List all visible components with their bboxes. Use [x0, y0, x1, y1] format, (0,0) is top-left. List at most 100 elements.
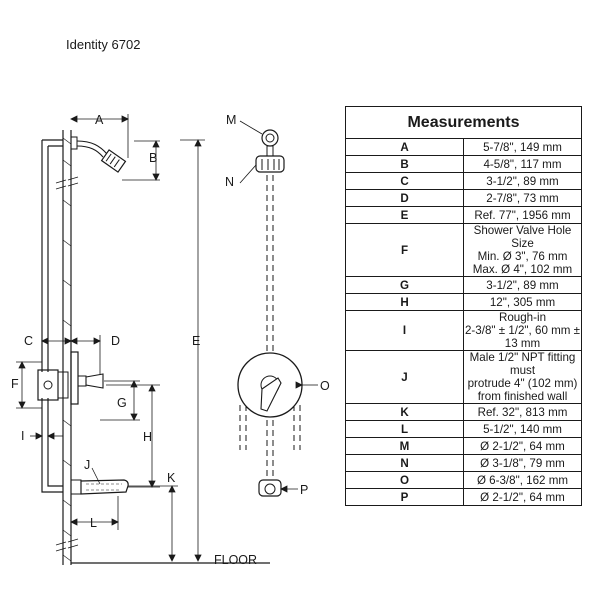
- row-value-line: Min. Ø 3", 76 mm: [477, 250, 568, 263]
- row-value-line: Ref. 32", 813 mm: [477, 405, 568, 419]
- label-a: A: [95, 113, 104, 127]
- table-row: P Ø 2-1/2", 64 mm: [345, 488, 582, 506]
- row-value: Ref. 32", 813 mm: [463, 403, 582, 421]
- table-heading: Measurements: [345, 106, 582, 139]
- label-e: E: [192, 334, 200, 348]
- row-value: 3-1/2", 89 mm: [463, 276, 582, 294]
- front-view: [237, 120, 318, 497]
- row-value: 12", 305 mm: [463, 293, 582, 311]
- row-key: D: [345, 189, 464, 207]
- row-value-line: 12", 305 mm: [489, 295, 556, 309]
- row-key: K: [345, 403, 464, 421]
- table-row: O Ø 6-3/8", 162 mm: [345, 471, 582, 489]
- row-value-line: 2-3/8" ± 1/2", 60 mm ± 13 mm: [464, 324, 581, 350]
- row-value-line: 3-1/2", 89 mm: [486, 278, 559, 292]
- table-row: B 4-5/8", 117 mm: [345, 155, 582, 173]
- tub-spout: [70, 479, 129, 495]
- label-d: D: [111, 334, 120, 348]
- table-row: D 2-7/8", 73 mm: [345, 189, 582, 207]
- row-key: C: [345, 172, 464, 190]
- row-value-line: 3-1/2", 89 mm: [486, 174, 559, 188]
- label-f: F: [11, 377, 19, 391]
- label-c: C: [24, 334, 33, 348]
- spout-front: [258, 479, 282, 497]
- row-key: H: [345, 293, 464, 311]
- row-key: A: [345, 138, 464, 156]
- row-value-line: Male 1/2" NPT fitting must: [469, 351, 576, 377]
- valve-trim: [70, 351, 104, 405]
- row-value-line: Rough-in: [498, 311, 547, 324]
- row-value-line: 2-7/8", 73 mm: [486, 191, 559, 205]
- table-row: C 3-1/2", 89 mm: [345, 172, 582, 190]
- table-row: M Ø 2-1/2", 64 mm: [345, 437, 582, 455]
- row-key: M: [345, 437, 464, 455]
- front-leaders: [239, 120, 318, 493]
- shower-head-front: [255, 129, 285, 173]
- row-key: P: [345, 488, 464, 506]
- row-value-line: from finished wall: [477, 390, 568, 403]
- row-value: 5-1/2", 140 mm: [463, 420, 582, 438]
- row-value: 4-5/8", 117 mm: [463, 155, 582, 173]
- label-o: O: [320, 379, 330, 393]
- row-key: F: [345, 223, 464, 277]
- row-value-line: 5-1/2", 140 mm: [483, 422, 562, 436]
- label-g: G: [117, 396, 127, 410]
- row-value: Ø 2-1/2", 64 mm: [463, 437, 582, 455]
- side-view: [16, 114, 270, 565]
- label-i: I: [21, 429, 24, 443]
- riser-pipe: [37, 139, 69, 493]
- row-value-line: Ø 2-1/2", 64 mm: [480, 490, 565, 504]
- table-row: H 12", 305 mm: [345, 293, 582, 311]
- table-body: A 5-7/8", 149 mm B 4-5/8", 117 mm C 3-1/2", 8…: [345, 138, 582, 506]
- measurements-table: Measurements A 5-7/8", 149 mm B 4-5/8", 117…: [345, 106, 582, 506]
- row-value-line: Ø 2-1/2", 64 mm: [480, 439, 565, 453]
- label-p: P: [300, 483, 308, 497]
- row-value: 5-7/8", 149 mm: [463, 138, 582, 156]
- label-b: B: [149, 151, 157, 165]
- riser-hidden: [239, 175, 301, 480]
- shower-arm: [70, 136, 127, 173]
- row-value-line: Shower Valve Hole Size: [473, 224, 572, 250]
- label-l: L: [90, 516, 97, 530]
- diagram-title: Identity 6702: [66, 37, 141, 52]
- floor-label: FLOOR: [214, 553, 257, 567]
- row-value-line: Ø 3-1/8", 79 mm: [480, 456, 565, 470]
- table-row: N Ø 3-1/8", 79 mm: [345, 454, 582, 472]
- row-value-line: 5-7/8", 149 mm: [483, 140, 562, 154]
- row-key: J: [345, 350, 464, 404]
- row-value: Ø 6-3/8", 162 mm: [463, 471, 582, 489]
- row-key: G: [345, 276, 464, 294]
- table-row: K Ref. 32", 813 mm: [345, 403, 582, 421]
- label-n: N: [225, 175, 234, 189]
- row-key: I: [345, 310, 464, 351]
- row-value: Ø 2-1/2", 64 mm: [463, 488, 582, 506]
- row-value-line: Ø 6-3/8", 162 mm: [476, 473, 569, 487]
- row-value: Ref. 77", 1956 mm: [463, 206, 582, 224]
- row-value: 3-1/2", 89 mm: [463, 172, 582, 190]
- row-value-line: protrude 4" (102 mm): [467, 377, 578, 390]
- row-key: L: [345, 420, 464, 438]
- valve-plate-front: [237, 352, 303, 418]
- row-key: B: [345, 155, 464, 173]
- row-value-line: 4-5/8", 117 mm: [483, 157, 562, 171]
- table-row: L 5-1/2", 140 mm: [345, 420, 582, 438]
- table-row: G 3-1/2", 89 mm: [345, 276, 582, 294]
- dimension-labels: A B C D E F G H I J K L M N O P FLOOR: [11, 113, 330, 567]
- dimension-lines: [16, 114, 270, 564]
- table-row: A 5-7/8", 149 mm: [345, 138, 582, 156]
- row-key: O: [345, 471, 464, 489]
- row-key: E: [345, 206, 464, 224]
- row-value-line: Ref. 77", 1956 mm: [474, 208, 571, 222]
- row-value: 2-7/8", 73 mm: [463, 189, 582, 207]
- label-h: H: [143, 430, 152, 444]
- row-key: N: [345, 454, 464, 472]
- table-row: E Ref. 77", 1956 mm: [345, 206, 582, 224]
- row-value: Ø 3-1/8", 79 mm: [463, 454, 582, 472]
